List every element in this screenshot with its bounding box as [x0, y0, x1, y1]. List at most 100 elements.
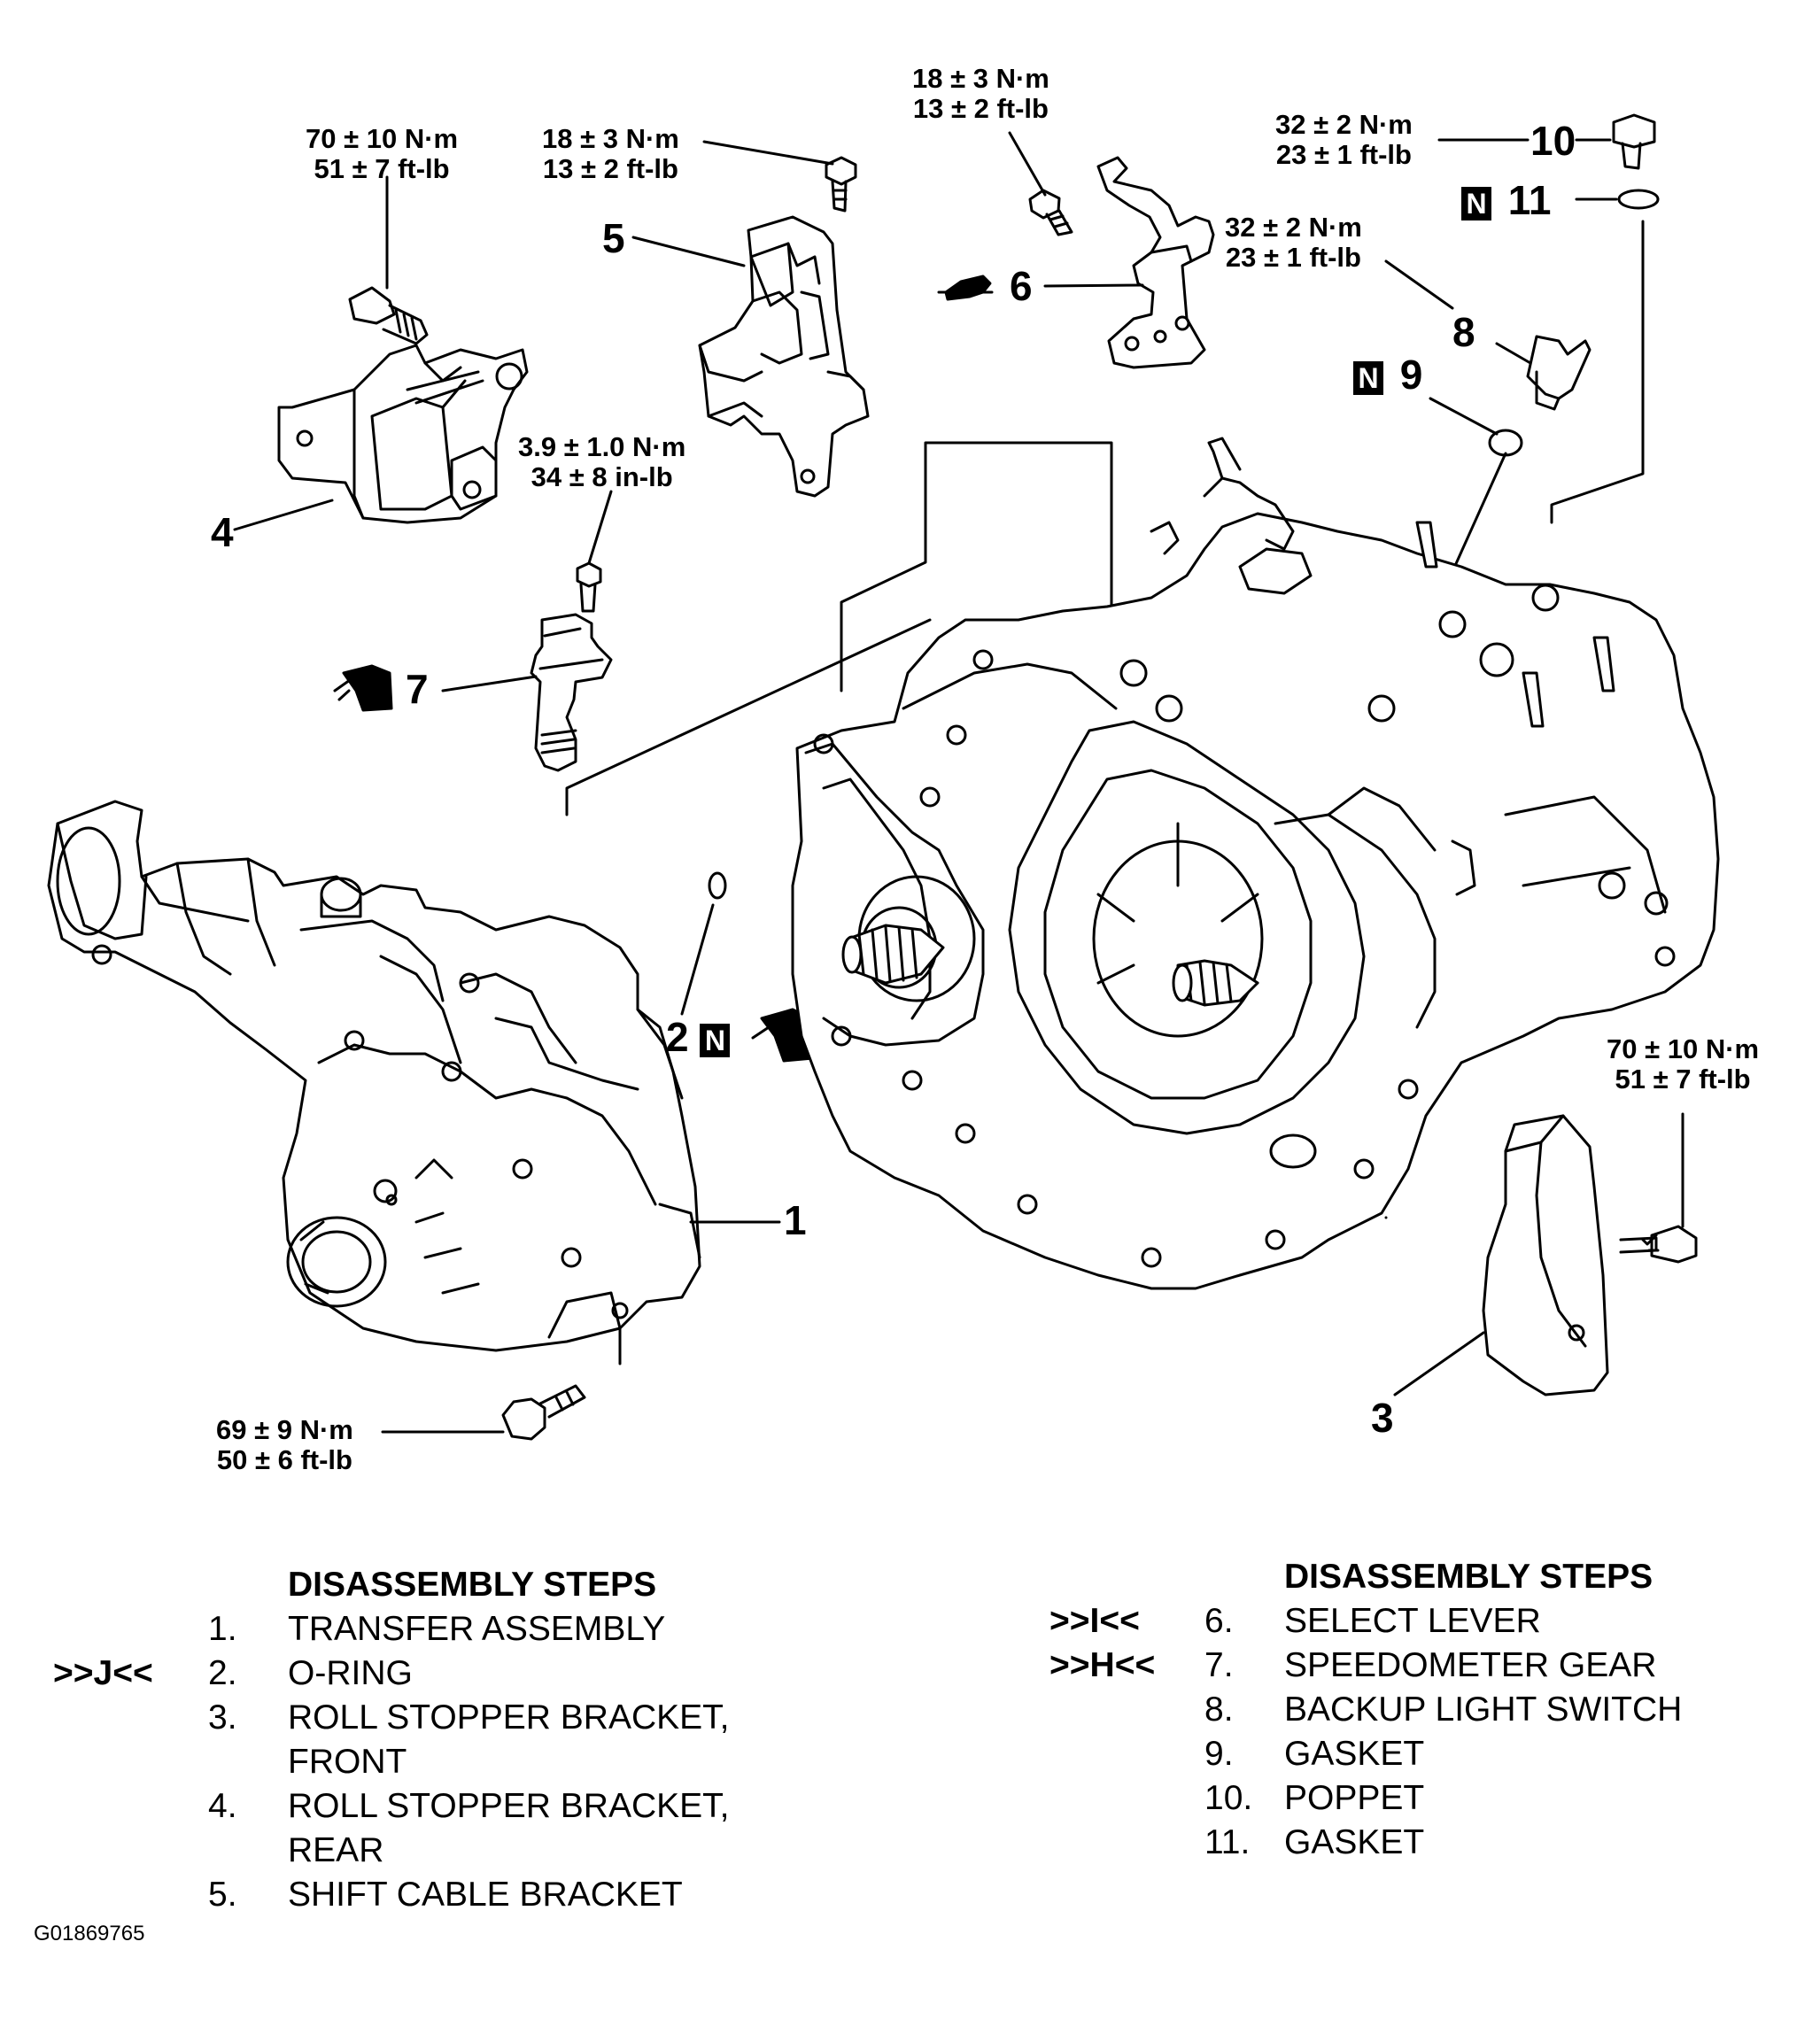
step-row: >>J<< 2. O-RING [53, 1652, 850, 1696]
callout-10: 10 [1530, 118, 1576, 164]
callout-2: 2 N [666, 1017, 735, 1057]
step-row: 9. GASKET [1049, 1732, 1802, 1776]
bolt-part-1 [501, 1384, 586, 1441]
step-row: 3. ROLL STOPPER BRACKET, [53, 1696, 850, 1740]
callout-9-number: 9 [1399, 352, 1423, 398]
step-number: 8. [1204, 1690, 1234, 1729]
step-text: TRANSFER ASSEMBLY [288, 1610, 666, 1648]
callout-7: 7 [406, 666, 429, 712]
callout-3: 3 [1371, 1395, 1394, 1441]
step-row: >>I<< 6. SELECT LEVER [1049, 1599, 1802, 1644]
torque-metric: 18 ± 3 N·m [912, 63, 1049, 94]
step-text: ROLL STOPPER BRACKET, [288, 1698, 730, 1737]
torque-spec-4: 70 ± 10 N·m 51 ± 7 ft-lb [306, 124, 458, 184]
backup-light-switch [1526, 335, 1592, 411]
disassembly-steps-left: DISASSEMBLY STEPS 1. TRANSFER ASSEMBLY >… [53, 1563, 850, 1917]
torque-imperial: 13 ± 2 ft-lb [912, 93, 1049, 124]
figure-code: G01869765 [34, 1922, 145, 1946]
callout-5: 5 [602, 215, 625, 261]
poppet [1612, 113, 1656, 170]
torque-spec-6: 18 ± 3 N·m 13 ± 2 ft-lb [912, 64, 1049, 124]
step-number: 1. [208, 1610, 237, 1648]
step-number: 6. [1204, 1602, 1234, 1640]
new-part-icon: N [1353, 360, 1383, 395]
step-text: REAR [288, 1831, 384, 1869]
disassembly-steps-right: DISASSEMBLY STEPS >>I<< 6. SELECT LEVER … [1049, 1555, 1802, 1865]
step-text: SHIFT CABLE BRACKET [288, 1876, 683, 1914]
steps-heading-text: DISASSEMBLY STEPS [288, 1566, 657, 1604]
torque-imperial: 51 ± 7 ft-lb [314, 153, 450, 184]
step-text: GASKET [1284, 1823, 1425, 1861]
callout-4: 4 [211, 509, 234, 555]
step-row: 5. SHIFT CABLE BRACKET [53, 1873, 850, 1917]
shift-cable-bracket [698, 215, 870, 498]
torque-spec-3: 70 ± 10 N·m 51 ± 7 ft-lb [1607, 1034, 1759, 1095]
new-part-icon: N [700, 1023, 731, 1057]
callout-2-number: 2 [666, 1014, 689, 1060]
torque-imperial: 13 ± 2 ft-lb [542, 153, 678, 184]
step-row: 10. POPPET [1049, 1776, 1802, 1821]
torque-metric: 3.9 ± 1.0 N·m [518, 431, 686, 462]
step-row: 8. BACKUP LIGHT SWITCH [1049, 1688, 1802, 1732]
bolt-part-4 [348, 286, 429, 345]
step-text: ROLL STOPPER BRACKET, [288, 1787, 730, 1825]
transaxle-case [791, 437, 1720, 1290]
step-number: 9. [1204, 1735, 1234, 1773]
steps-heading: DISASSEMBLY STEPS [1049, 1555, 1802, 1599]
sealant-icon-7 [333, 664, 393, 712]
transfer-assembly [47, 800, 701, 1352]
step-row: REAR [53, 1829, 850, 1873]
step-row: 11. GASKET [1049, 1821, 1802, 1865]
step-number: 2. [208, 1654, 237, 1692]
step-text: SPEEDOMETER GEAR [1284, 1646, 1657, 1684]
step-number: 11. [1204, 1823, 1251, 1861]
torque-spec-5: 18 ± 3 N·m 13 ± 2 ft-lb [542, 124, 679, 184]
callout-6: 6 [1010, 263, 1033, 309]
torque-imperial: 34 ± 8 in-lb [531, 461, 673, 492]
new-part-icon: N [1461, 186, 1491, 220]
torque-imperial: 50 ± 6 ft-lb [216, 1444, 352, 1475]
roll-stopper-bracket-front [1482, 1114, 1609, 1396]
callout-1: 1 [784, 1197, 807, 1243]
step-text: SELECT LEVER [1284, 1602, 1541, 1640]
callout-11: N 11 [1461, 180, 1551, 220]
exploded-transaxle-diagram [47, 113, 1720, 1441]
step-ref: >>J<< [53, 1654, 153, 1692]
step-text: FRONT [288, 1743, 407, 1781]
torque-metric: 70 ± 10 N·m [306, 123, 459, 154]
gasket-11 [1617, 189, 1660, 210]
step-number: 5. [208, 1876, 237, 1914]
step-number: 7. [1204, 1646, 1234, 1684]
steps-heading: DISASSEMBLY STEPS [53, 1563, 850, 1607]
o-ring [708, 871, 727, 900]
step-row: 4. ROLL STOPPER BRACKET, [53, 1784, 850, 1829]
torque-metric: 32 ± 2 N·m [1225, 212, 1362, 243]
lubricant-icon [937, 275, 994, 301]
steps-heading-text: DISASSEMBLY STEPS [1284, 1558, 1653, 1596]
torque-spec-7: 3.9 ± 1.0 N·m 34 ± 8 in-lb [518, 432, 685, 492]
torque-spec-10: 32 ± 2 N·m 23 ± 1 ft-lb [1275, 110, 1413, 170]
select-lever [1096, 156, 1215, 369]
speedometer-gear [530, 613, 613, 772]
callout-8: 8 [1452, 309, 1475, 355]
torque-spec-1: 69 ± 9 N·m 50 ± 6 ft-lb [216, 1415, 353, 1475]
step-row: >>H<< 7. SPEEDOMETER GEAR [1049, 1644, 1802, 1688]
torque-metric: 32 ± 2 N·m [1275, 109, 1413, 140]
step-text: POPPET [1284, 1779, 1425, 1817]
bolt-part-6 [1028, 189, 1073, 236]
step-number: 10. [1204, 1779, 1253, 1817]
step-text: O-RING [288, 1654, 413, 1692]
step-text: GASKET [1284, 1735, 1425, 1773]
step-ref: >>I<< [1049, 1602, 1140, 1640]
bolt-part-3 [1619, 1225, 1698, 1264]
step-row: 1. TRANSFER ASSEMBLY [53, 1607, 850, 1652]
callout-11-number: 11 [1507, 177, 1552, 223]
torque-imperial: 51 ± 7 ft-lb [1615, 1064, 1751, 1095]
torque-metric: 70 ± 10 N·m [1607, 1033, 1760, 1064]
callout-9: N 9 [1353, 354, 1422, 395]
roll-stopper-bracket-rear [277, 344, 529, 524]
step-row: FRONT [53, 1740, 850, 1784]
torque-imperial: 23 ± 1 ft-lb [1275, 139, 1412, 170]
torque-spec-8: 32 ± 2 N·m 23 ± 1 ft-lb [1225, 213, 1362, 273]
torque-metric: 18 ± 3 N·m [542, 123, 679, 154]
